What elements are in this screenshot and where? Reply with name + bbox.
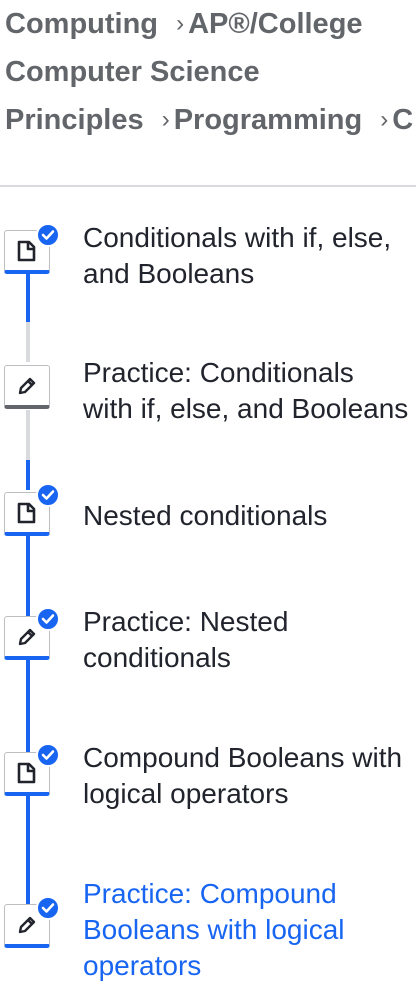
list-item-title-line: Nested conditionals xyxy=(83,500,328,531)
breadcrumb-computing-link[interactable]: Computing xyxy=(5,8,159,40)
progress-track-segment xyxy=(26,460,30,490)
progress-track-segment xyxy=(26,410,30,460)
breadcrumb-programming-link[interactable]: Programming xyxy=(173,104,363,136)
list-item-title-line: and Booleans xyxy=(83,258,255,289)
list-item-title-line: with if, else, and Booleans xyxy=(83,393,409,424)
progress-track-segment xyxy=(26,796,30,904)
list-item-title[interactable]: Practice: Compound Booleans with logical… xyxy=(83,876,416,984)
list-item-title[interactable]: Practice: Nested conditionals xyxy=(83,604,416,676)
progress-track-segment xyxy=(26,270,30,322)
pencil-icon xyxy=(4,365,50,409)
list-item-title-line: Compound Booleans with xyxy=(83,742,403,773)
completed-check-icon xyxy=(36,223,60,247)
progress-track-segment xyxy=(26,534,30,616)
article-icon xyxy=(4,230,50,274)
list-item-title-line: operators xyxy=(83,950,202,981)
list-item-title-line: logical operators xyxy=(83,778,289,809)
list-item-title[interactable]: Nested conditionals xyxy=(83,498,416,534)
breadcrumb-conditionals-link[interactable]: C xyxy=(392,104,414,136)
breadcrumb-separator: › xyxy=(161,106,170,133)
completed-check-icon xyxy=(36,607,60,631)
breadcrumb-separator: › xyxy=(380,106,389,133)
list-item-title-line: Practice: Compound xyxy=(83,878,337,909)
breadcrumb-separator: › xyxy=(176,10,185,37)
breadcrumb-ap-csp-link-cont2[interactable]: Principles xyxy=(5,104,144,136)
list-item-title[interactable]: Conditionals with if, else, and Booleans xyxy=(83,220,416,292)
divider xyxy=(0,185,416,187)
completed-check-icon xyxy=(36,483,60,507)
progress-track-segment xyxy=(26,660,30,752)
list-item-title-line: Conditionals with if, else, xyxy=(83,222,392,253)
list-item-title-line: conditionals xyxy=(83,642,231,673)
completed-check-icon xyxy=(36,896,60,920)
pencil-icon xyxy=(4,904,50,948)
list-item-title[interactable]: Compound Booleans with logical operators xyxy=(83,740,416,812)
list-item-title-line: Practice: Conditionals xyxy=(83,357,354,388)
breadcrumb-ap-csp-link-cont[interactable]: Computer Science xyxy=(5,56,260,88)
progress-track-segment xyxy=(26,322,30,362)
breadcrumb-ap-csp-link[interactable]: AP®/College xyxy=(188,8,363,40)
completed-check-icon xyxy=(36,743,60,767)
list-item-title[interactable]: Practice: Conditionals with if, else, an… xyxy=(83,355,416,427)
list-item-title-line: Practice: Nested xyxy=(83,606,289,637)
list-item-title-line: Booleans with logical xyxy=(83,914,345,945)
